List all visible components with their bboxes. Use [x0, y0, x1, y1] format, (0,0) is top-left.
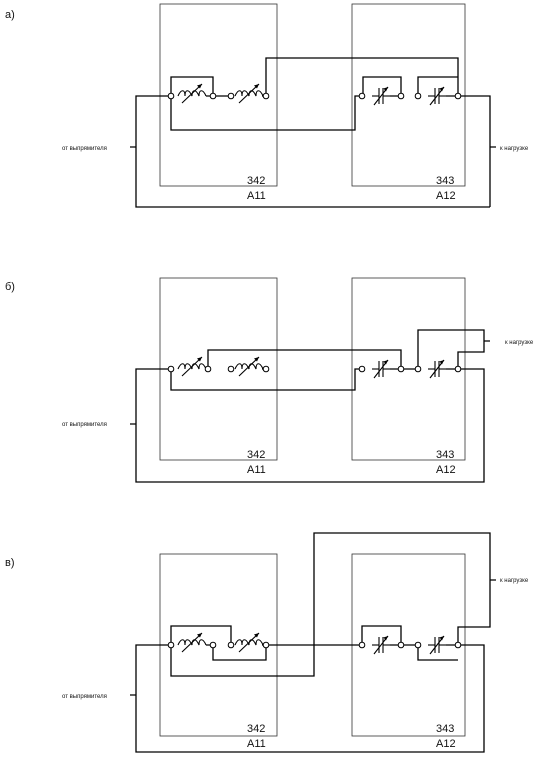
output-bracket: [313, 532, 496, 645]
variable-inductor-icon: [177, 83, 207, 104]
input-label: от выпрямителя: [62, 422, 107, 428]
output-bracket: [417, 329, 490, 369]
block-code-left: A11: [247, 190, 266, 202]
input-label: от выпрямителя: [62, 146, 107, 152]
panel-letter: а): [5, 9, 15, 21]
block-code-right: A12: [436, 738, 456, 750]
block-a11-frame: [159, 277, 278, 461]
block-a12-frame: [351, 3, 466, 187]
block-code-right: A12: [436, 190, 456, 202]
panel-letter: в): [5, 557, 15, 569]
block-number-right: 343: [436, 175, 454, 187]
variable-inductor-icon: [234, 356, 264, 377]
block-number-right: 343: [436, 723, 454, 735]
terminal-nodes: [167, 92, 462, 100]
variable-inductor-icon: [177, 632, 207, 653]
wiring-a: [144, 57, 484, 131]
variable-inductor-icon: [177, 356, 207, 377]
output-label: к нагрузке: [505, 340, 534, 346]
variable-capacitor-icon: [371, 635, 391, 655]
input-bracket: [130, 644, 485, 753]
variable-inductor-icon: [234, 632, 264, 653]
output-label: к нагрузке: [500, 146, 529, 152]
output-label: к нагрузке: [500, 578, 529, 584]
wiring-c: [144, 625, 458, 677]
input-bracket: [130, 95, 490, 208]
block-code-left: A11: [247, 464, 266, 476]
block-code-right: A12: [436, 464, 456, 476]
output-bracket: [484, 95, 496, 207]
block-number-left: 342: [247, 449, 265, 461]
wiring-b: [144, 349, 418, 391]
variable-capacitor-icon: [427, 86, 447, 106]
variable-capacitor-icon: [371, 86, 391, 106]
variable-capacitor-icon: [427, 635, 447, 655]
input-bracket: [130, 368, 485, 483]
block-number-left: 342: [247, 723, 265, 735]
terminal-nodes: [167, 641, 462, 649]
block-code-left: A11: [247, 738, 266, 750]
block-number-left: 342: [247, 175, 265, 187]
block-number-right: 343: [436, 449, 454, 461]
terminal-nodes: [167, 365, 462, 373]
variable-capacitor-icon: [371, 359, 391, 379]
variable-inductor-icon: [234, 83, 264, 104]
block-a11-frame: [159, 3, 278, 187]
block-a11-frame: [159, 553, 278, 737]
panel-b: б) 342 A11 343 A12 от выпрямителя к нагр…: [5, 277, 534, 483]
variable-capacitor-icon: [427, 359, 447, 379]
panel-c: в) 342 A11 343 A12 от выпрямителя к нагр…: [5, 532, 529, 753]
input-label: от выпрямителя: [62, 694, 107, 700]
panel-letter: б): [5, 281, 15, 293]
panel-a: а) 342 A11 343 A12 от выпрямителя к нагр…: [5, 3, 529, 208]
